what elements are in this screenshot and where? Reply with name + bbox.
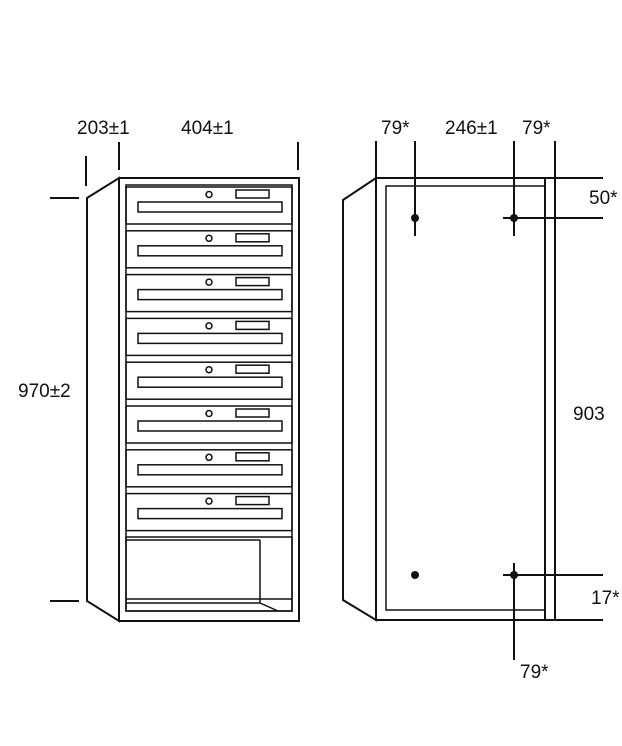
open-compartment-corner bbox=[259, 602, 279, 612]
drawer-stack bbox=[125, 186, 293, 532]
rear-left-offset-dimension: 79* bbox=[381, 118, 410, 139]
drawer bbox=[125, 449, 293, 488]
drawer-lock-icon bbox=[205, 453, 213, 462]
drawer-front bbox=[125, 492, 293, 532]
drawer bbox=[125, 273, 293, 313]
drawer-label-holder bbox=[235, 452, 270, 462]
top-offset-dimension: 50* bbox=[589, 188, 618, 209]
drawer-label-holder bbox=[235, 495, 270, 506]
mounting-hole-top-right bbox=[510, 214, 518, 222]
drawer-lock-icon bbox=[205, 322, 213, 330]
drawer-label-holder bbox=[235, 189, 270, 199]
drawer-front bbox=[125, 317, 293, 357]
inner-height-dimension: 903 bbox=[573, 404, 605, 425]
rear-view-side-panel bbox=[342, 176, 377, 622]
rear-view-back-panel bbox=[375, 177, 546, 621]
drawer-lock-icon bbox=[205, 278, 213, 286]
width-dimension: 404±1 bbox=[181, 118, 234, 139]
drawer-lock-icon bbox=[205, 234, 213, 243]
drawer-handle bbox=[137, 376, 283, 388]
drawer-label-holder bbox=[235, 276, 270, 287]
drawer-lock-icon bbox=[205, 365, 213, 374]
drawer-label-holder bbox=[235, 233, 270, 243]
drawer-front bbox=[125, 186, 293, 225]
drawer-front bbox=[125, 405, 293, 444]
drawer-front bbox=[125, 449, 293, 488]
mounting-hole-bottom-right bbox=[510, 571, 518, 579]
drawer-handle bbox=[137, 245, 283, 257]
drawer-handle bbox=[137, 420, 283, 432]
drawer bbox=[125, 405, 293, 444]
drawer-front bbox=[125, 361, 293, 400]
bottom-offset-dimension: 17* bbox=[591, 588, 620, 609]
rear-right-offset-dimension: 79* bbox=[522, 118, 551, 139]
rear-view: 79* 246±1 79* 50* 903 17* 79* bbox=[342, 118, 620, 683]
mounting-hole-top-left bbox=[411, 214, 419, 222]
open-compartment-frame bbox=[125, 536, 293, 612]
drawer-label-holder bbox=[235, 364, 270, 374]
drawer-lock-icon bbox=[205, 497, 213, 505]
drawer bbox=[125, 186, 293, 225]
drawer-label-holder bbox=[235, 320, 270, 331]
mounting-hole-bottom-left bbox=[411, 571, 419, 579]
front-view-side-panel bbox=[86, 176, 120, 623]
rear-center-spacing-dimension: 246±1 bbox=[445, 118, 498, 139]
drawer-handle bbox=[137, 464, 283, 476]
depth-dimension: 203±1 bbox=[77, 118, 130, 139]
drawer-handle bbox=[137, 332, 283, 345]
drawer-handle bbox=[137, 201, 283, 213]
open-compartment bbox=[125, 536, 293, 612]
front-view: 203±1 404±1 970±2 bbox=[18, 118, 300, 623]
drawer-front bbox=[125, 273, 293, 313]
drawer-front bbox=[125, 230, 293, 269]
drawer-handle bbox=[137, 507, 283, 520]
drawer bbox=[125, 492, 293, 532]
height-dimension: 970±2 bbox=[18, 381, 71, 402]
drawer bbox=[125, 317, 293, 357]
bottom-right-offset-dimension: 79* bbox=[520, 662, 549, 683]
drawer-label-holder bbox=[235, 408, 270, 418]
drawer-handle bbox=[137, 288, 283, 301]
rear-view-inner-panel bbox=[385, 185, 546, 611]
drawer-lock-icon bbox=[205, 190, 213, 199]
drawer-lock-icon bbox=[205, 409, 213, 418]
drawer bbox=[125, 361, 293, 400]
drawer bbox=[125, 230, 293, 269]
